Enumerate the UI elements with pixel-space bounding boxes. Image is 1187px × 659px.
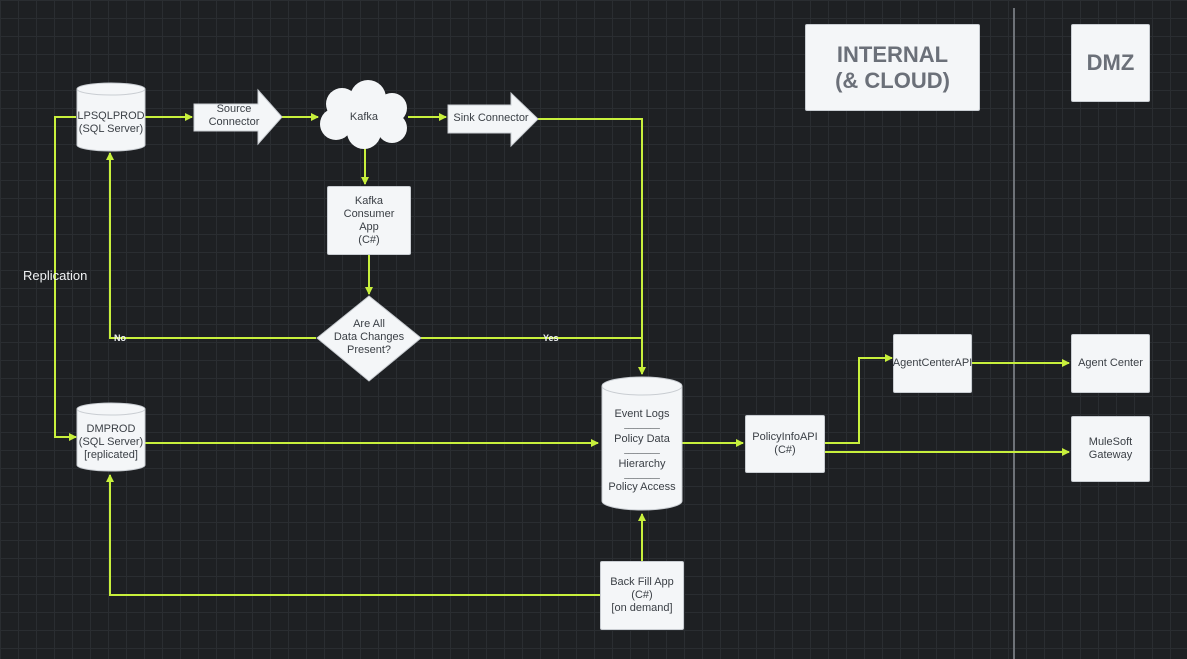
source-connector-shape xyxy=(193,88,283,146)
event-logs-items: Event Logs ________ Policy Data ________… xyxy=(602,408,682,494)
event-logs-separator: ________ xyxy=(624,470,660,479)
agent-center-box: Agent Center xyxy=(1071,334,1150,393)
event-logs-separator: ________ xyxy=(624,445,660,454)
edge-sink-eventlogs xyxy=(538,118,646,375)
event-logs-cylinder xyxy=(601,376,683,511)
sink-connector-shape xyxy=(447,91,539,148)
edge-decision-no xyxy=(106,152,316,339)
edge-policyinfo-agentcenterapi xyxy=(825,354,893,444)
lpsqlprod-label: LPSQLPROD (SQL Server) xyxy=(77,110,145,135)
policy-info-api-box: PolicyInfoAPI (C#) xyxy=(745,415,825,473)
zone-internal: INTERNAL (& CLOUD) xyxy=(805,24,980,111)
edge-backfill-dmprod xyxy=(106,474,601,596)
yes-label: Yes xyxy=(543,333,559,343)
dmprod-label: DMPROD (SQL Server) [replicated] xyxy=(78,423,144,461)
kafka-cloud xyxy=(320,80,407,149)
event-logs-item: Policy Access xyxy=(608,481,676,493)
zone-dmz: DMZ xyxy=(1071,24,1150,102)
sink-connector-label: Sink Connector xyxy=(453,112,529,124)
event-logs-item: Event Logs xyxy=(614,408,670,420)
edge-replication xyxy=(54,116,77,441)
event-logs-item: Hierarchy xyxy=(618,458,666,470)
kafka-consumer-box: Kafka Consumer App (C#) xyxy=(327,186,411,255)
decision-diamond xyxy=(316,295,422,382)
dmprod-cylinder xyxy=(76,402,146,472)
lpsqlprod-cylinder xyxy=(76,82,146,152)
decision-label: Are All Data Changes Present? xyxy=(333,318,405,356)
event-logs-item: Policy Data xyxy=(614,433,670,445)
kafka-label: Kafka xyxy=(349,111,379,123)
mulesoft-gateway-box: MuleSoft Gateway xyxy=(1071,416,1150,482)
agent-center-api-box: AgentCenterAPI xyxy=(893,334,972,393)
no-label: No xyxy=(114,333,126,343)
event-logs-separator: ________ xyxy=(624,420,660,429)
back-fill-app-box: Back Fill App (C#) [on demand] xyxy=(600,561,684,630)
source-connector-label: Source Connector xyxy=(208,103,260,128)
replication-label: Replication xyxy=(23,268,88,283)
